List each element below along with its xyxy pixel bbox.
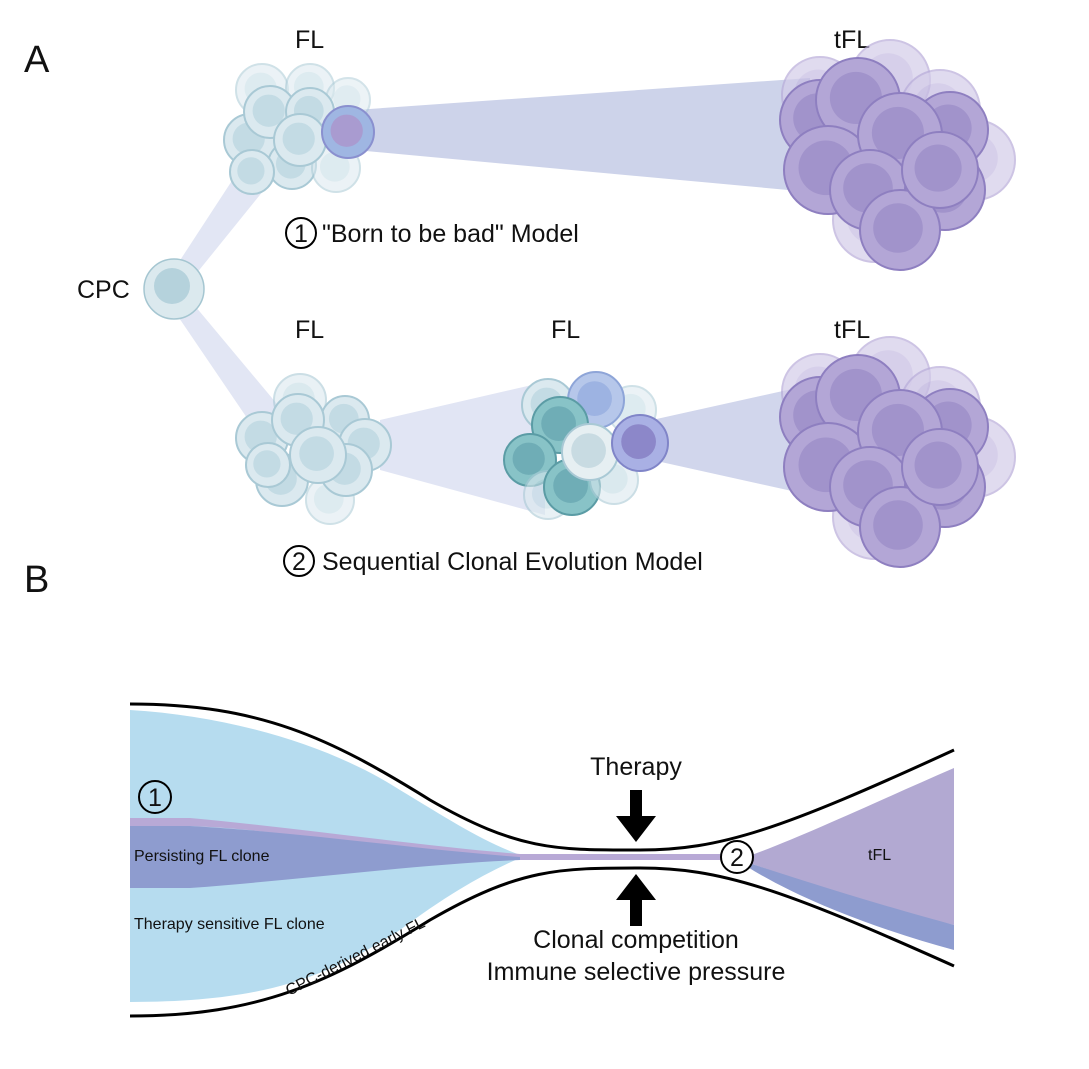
therapy-arrow-icon [616, 790, 656, 842]
evolution-funnel [129, 702, 955, 1018]
cone-fl3-to-tfl2 [652, 385, 810, 495]
stage-label-fl-model1: FL [295, 26, 324, 54]
tfl-cell [859, 189, 941, 271]
sensitive-clone-label: Therapy sensitive FL clone [134, 916, 325, 933]
cone-fl2-to-fl3 [380, 382, 545, 515]
persisting-streak [130, 818, 760, 860]
persisting-area [130, 826, 520, 888]
cone-cpc-to-fl2 [175, 282, 282, 440]
model2-title: Sequential Clonal Evolution Model [322, 548, 703, 576]
model1-title: "Born to be bad" Model [322, 220, 579, 248]
fl-cluster-model1 [223, 63, 375, 195]
tfl-cluster-model2 [779, 336, 1016, 568]
svg-text:2: 2 [730, 844, 744, 872]
pressure-arrow-icon [616, 874, 656, 926]
funnel-top-outline [129, 702, 955, 852]
cpc-label: CPC [77, 276, 130, 304]
fl-cell [289, 426, 347, 484]
cone-fl1-to-tfl [355, 78, 810, 192]
stage-label-fl-model2-late: FL [551, 316, 580, 344]
fl-cell [245, 442, 291, 488]
fl-mutant-cell [611, 414, 669, 472]
tfl-area-label: tFL [868, 847, 891, 864]
svg-text:1: 1 [148, 784, 162, 812]
pressure-label-line2: Immune selective pressure [487, 958, 786, 986]
panel-b-label: B [24, 559, 49, 601]
stage-label-tfl-model2: tFL [834, 316, 870, 344]
fl-cell [561, 423, 619, 481]
model2-caption: 2 Sequential Clonal Evolution Model [283, 545, 703, 577]
fl-mutant-cell [321, 105, 375, 159]
tfl-cell [859, 486, 941, 568]
funnel-bottom-outline [129, 866, 955, 1018]
fl-cluster-model2-early [235, 373, 392, 525]
panel-a-label: A [24, 39, 50, 81]
persisting-into-tfl [746, 862, 954, 950]
stage-label-fl-model2-early: FL [295, 316, 324, 344]
fl-cell [273, 113, 327, 167]
fl-cell [229, 149, 275, 195]
pressure-label-line1: Clonal competition [533, 926, 739, 954]
model2-number-circle [283, 545, 315, 577]
tfl-cluster-model1 [779, 39, 1016, 271]
model1-number: 1 [294, 220, 308, 248]
model1-caption: 1 "Born to be bad" Model [285, 217, 579, 249]
tfl-cell [901, 131, 979, 209]
lineage-connectors [175, 78, 810, 515]
cpc-cell [143, 258, 205, 320]
tfl-area [746, 768, 954, 925]
fl-cluster-model2-late [503, 371, 669, 520]
model2-number: 2 [292, 548, 306, 576]
model1-number-circle [285, 217, 317, 249]
tfl-cell [901, 428, 979, 506]
persisting-clone-label: Persisting FL clone [134, 848, 270, 865]
therapy-label: Therapy [590, 753, 682, 781]
marker-2: 2 [720, 840, 754, 874]
marker-1: 1 [138, 780, 172, 814]
